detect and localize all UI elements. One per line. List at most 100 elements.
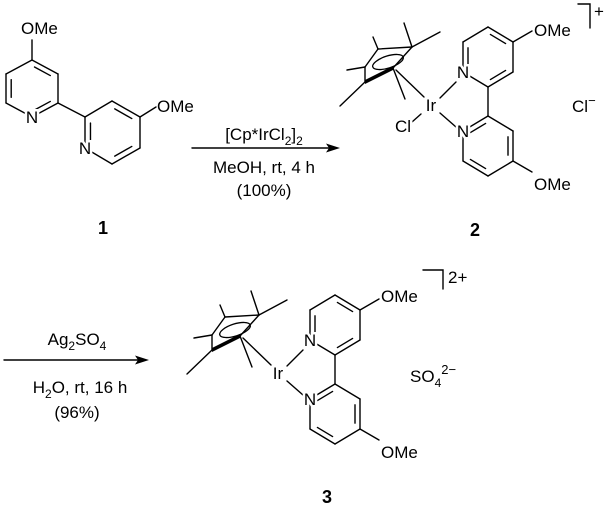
compound-3-label: 3 <box>322 487 332 507</box>
ring-bond <box>5 59 33 75</box>
compound-3-bracket <box>422 269 444 290</box>
double-bond-inner <box>316 390 334 402</box>
cp-wedge-bond <box>365 66 393 84</box>
ring-bond <box>5 102 33 118</box>
compound-1-label: 1 <box>98 218 108 238</box>
methoxy-bond <box>512 160 533 173</box>
compound-3-counterion: SO42− <box>410 362 456 390</box>
ring-bond <box>309 339 336 356</box>
ring-bond <box>84 147 113 165</box>
double-bond-inner <box>33 100 52 111</box>
double-bond-inner <box>469 158 487 170</box>
compound-1-nitrogen-1: N <box>26 108 38 127</box>
compound-2-ome-bottom: OMe <box>534 175 571 194</box>
double-bond-inner <box>336 301 354 313</box>
ir-cl-bond <box>411 113 422 123</box>
compound-3-ome-bottom: OMe <box>381 443 418 462</box>
step-2-conditions: H2O, rt, 16 h <box>33 378 128 401</box>
ring-bond <box>487 71 514 88</box>
methyl-bond <box>411 31 441 48</box>
cp-bond <box>377 46 413 50</box>
methyl-bond <box>250 290 260 316</box>
compound-3-nitrogen-1: N <box>304 331 316 350</box>
compound-2-iridium: Ir <box>426 96 437 115</box>
ring-bond <box>309 294 336 311</box>
double-bond-inner <box>336 337 354 349</box>
compound-3-nitrogen-2: N <box>304 390 316 409</box>
ring-bond <box>462 71 489 88</box>
ir-n-bond <box>439 81 457 99</box>
ring-bond <box>31 102 59 118</box>
methyl-bond <box>239 335 253 368</box>
ring-bond <box>334 428 361 445</box>
ir-n-bond <box>286 349 304 367</box>
step-2-reagent: Ag2SO4 <box>48 330 107 353</box>
methyl-bond <box>219 304 226 318</box>
ir-n-bond <box>286 380 304 396</box>
compound-2-nitrogen-1: N <box>457 63 469 82</box>
ring-bond <box>31 59 59 75</box>
step-2-yield: (96%) <box>54 403 99 422</box>
methyl-bond <box>403 22 413 48</box>
reaction-arrow-2 <box>3 355 149 365</box>
ring-bond <box>334 339 361 356</box>
ring-bond <box>462 160 489 177</box>
ring-bond <box>334 383 361 400</box>
step-1-reagent: [Cp*IrCl2]2 <box>225 125 303 148</box>
compound-1-ome-top: OMe <box>21 19 58 38</box>
methyl-bond <box>346 66 366 71</box>
ring-bond <box>111 147 141 165</box>
ring-bond <box>309 383 336 400</box>
biaryl-bond <box>57 102 86 118</box>
compound-2-label: 2 <box>470 220 480 240</box>
methoxy-bond <box>359 298 380 311</box>
cp-bond <box>364 48 379 68</box>
ring-bond <box>334 294 361 311</box>
cp-ir-bond <box>242 337 272 366</box>
compound-1-ome-right: OMe <box>157 97 194 116</box>
compound-2-complex <box>339 22 533 177</box>
cp-bond <box>224 314 260 318</box>
step-1-yield: (100%) <box>237 181 292 200</box>
double-bond-inner <box>33 66 52 77</box>
methoxy-bond <box>359 428 380 441</box>
ring-bond <box>84 100 113 118</box>
compound-2-counterion: Cl− <box>572 93 596 116</box>
compound-1-bipyridine <box>5 39 157 165</box>
double-bond-inner <box>489 33 507 45</box>
cp-aromatic-ring-icon <box>372 53 404 71</box>
double-bond-inner <box>489 69 507 81</box>
ring-bond <box>462 26 489 43</box>
compound-3-charge: 2+ <box>448 268 467 287</box>
compound-2-chloride-ligand: Cl <box>395 117 411 136</box>
compound-3-ome-top: OMe <box>381 287 418 306</box>
step-1-conditions: MeOH, rt, 4 h <box>213 158 315 177</box>
double-bond-inner <box>316 426 334 438</box>
compound-2-bracket <box>577 3 591 29</box>
ring-bond <box>487 26 514 43</box>
compound-2-ome-top: OMe <box>534 21 571 40</box>
ir-n-bond <box>439 112 457 128</box>
compound-3-iridium: Ir <box>273 364 284 383</box>
methyl-bond <box>339 81 366 107</box>
methyl-bond <box>186 349 213 375</box>
compound-3-complex <box>186 290 380 445</box>
methyl-bond <box>193 334 213 339</box>
cp-wedge-bond <box>212 334 240 352</box>
methoxy-bond <box>139 106 157 118</box>
compound-1-nitrogen-2: N <box>79 139 91 158</box>
double-bond-inner <box>114 108 133 120</box>
ring-bond <box>309 428 336 445</box>
compound-2-charge: + <box>594 2 604 21</box>
double-bond-inner <box>114 145 133 157</box>
double-bond-inner <box>469 122 487 134</box>
cp-bond <box>211 316 226 336</box>
ring-bond <box>487 160 514 177</box>
cp-aromatic-ring-icon <box>219 321 251 339</box>
methyl-bond <box>258 299 288 316</box>
ring-bond <box>487 115 514 132</box>
cp-ir-bond <box>395 69 425 98</box>
compound-2-nitrogen-2: N <box>457 122 469 141</box>
ring-bond <box>462 115 489 132</box>
